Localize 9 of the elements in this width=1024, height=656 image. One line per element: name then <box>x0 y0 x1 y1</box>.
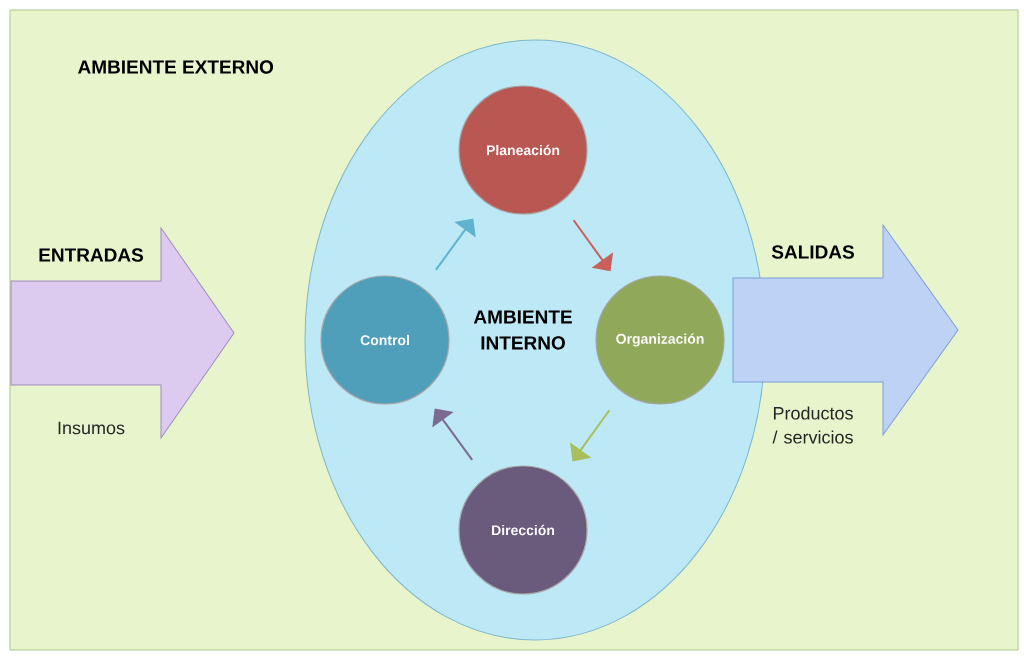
panel-heading: AMBIENTE EXTERNO <box>78 60 274 74</box>
block-arrow <box>572 219 614 272</box>
arrow-caption: Productos / servicios <box>772 406 853 444</box>
arrow-heading: ENTRADAS <box>39 248 143 262</box>
block-arrow <box>432 408 474 461</box>
ellipse-label: AMBIENTE INTERNO <box>473 310 572 350</box>
arrow-caption: Insumos <box>58 421 125 435</box>
block-arrow <box>434 218 476 271</box>
arrow-heading: SALIDAS <box>771 245 854 259</box>
